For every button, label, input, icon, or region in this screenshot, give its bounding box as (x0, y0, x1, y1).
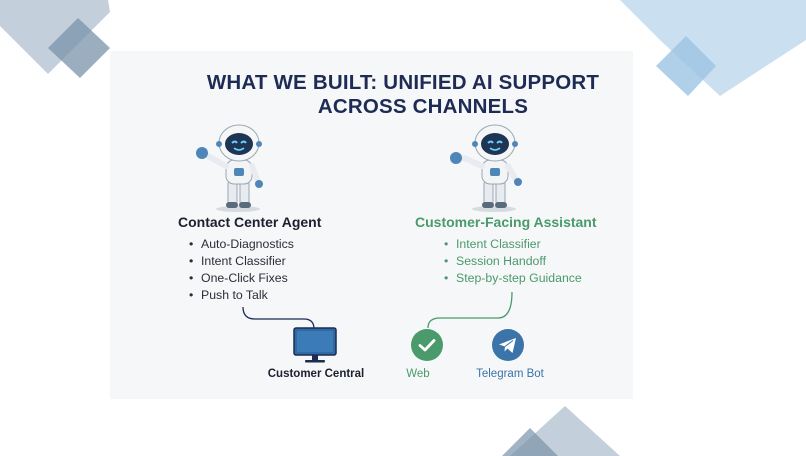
list-item: Auto-Diagnostics (189, 236, 294, 253)
list-item: Push to Talk (189, 287, 294, 304)
slide-panel (110, 51, 633, 399)
list-item: Intent Classifier (444, 236, 582, 253)
telegram-icon (492, 329, 524, 361)
connector-right (427, 291, 513, 329)
slide-title-line-2: ACROSS CHANNELS (317, 95, 529, 118)
list-item: Step-by-step Guidance (444, 270, 582, 287)
contact-center-agent-heading: Contact Center Agent (178, 214, 322, 230)
checkmark-circle-icon (411, 329, 443, 361)
customer-facing-assistant-feature-list: Intent Classifier Session Handoff Step-b… (444, 236, 582, 287)
connector-left (242, 306, 315, 330)
monitor-icon (293, 327, 337, 363)
list-item: Session Handoff (444, 253, 582, 270)
customer-central-label: Customer Central (267, 368, 365, 380)
list-item: One-Click Fixes (189, 270, 294, 287)
web-label: Web (406, 368, 430, 380)
decor-diamond-bottom-small (502, 428, 558, 456)
customer-facing-assistant-heading: Customer-Facing Assistant (415, 214, 597, 230)
list-item: Intent Classifier (189, 253, 294, 270)
decor-diamond-top-left-small (48, 18, 110, 78)
robot-icon-left (196, 124, 263, 212)
contact-center-agent-feature-list: Auto-Diagnostics Intent Classifier One-C… (189, 236, 294, 304)
slide-title-line-1: WHAT WE BUILT: UNIFIED AI SUPPORT (206, 71, 600, 94)
decor-diamond-top-right-large (620, 0, 806, 96)
decor-diamond-top-right-small (656, 36, 716, 96)
telegram-bot-label: Telegram Bot (476, 368, 544, 380)
robot-icon-right (450, 124, 522, 212)
decor-diamond-top-left-large (0, 0, 110, 74)
